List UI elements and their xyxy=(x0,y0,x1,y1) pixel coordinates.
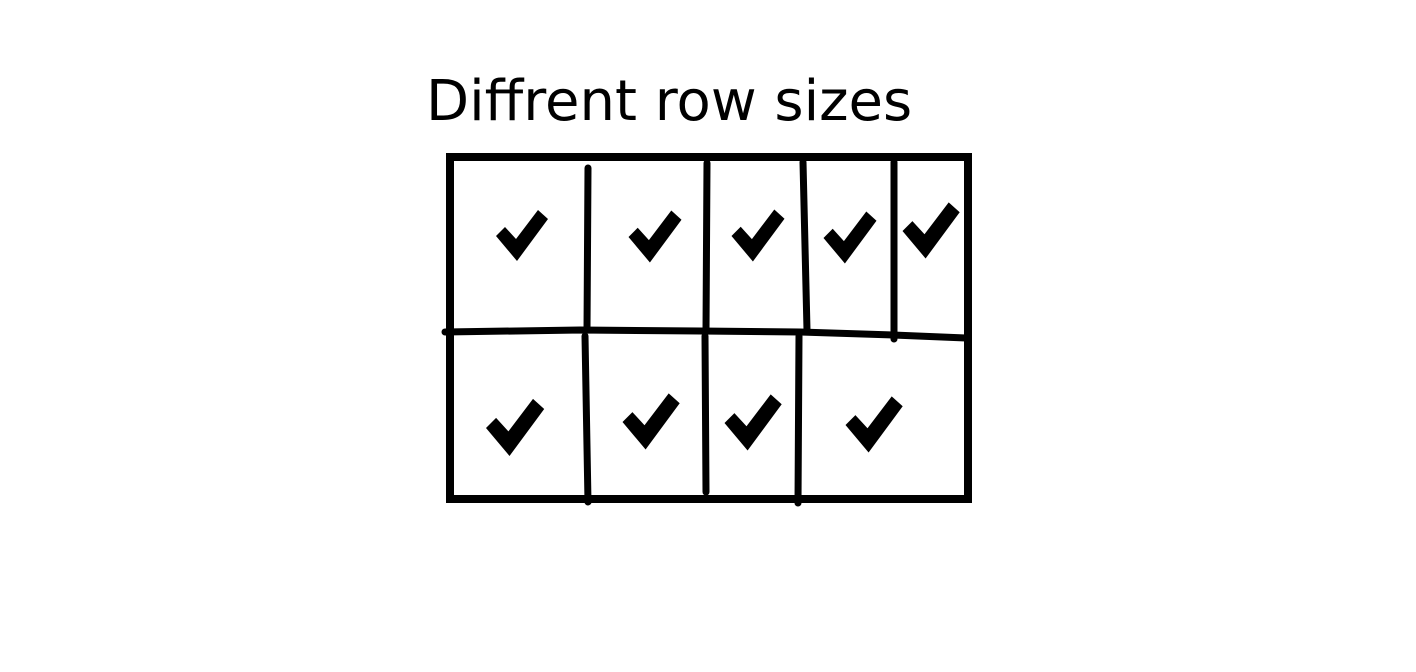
check-icon xyxy=(622,393,680,450)
row-1-divider-2 xyxy=(702,159,711,334)
check-icon xyxy=(628,210,682,263)
check-icon xyxy=(486,398,545,456)
row-2-divider-2 xyxy=(701,332,710,496)
row-1-divider-3 xyxy=(799,158,811,334)
check-icon xyxy=(724,394,782,451)
row-1-divider-1 xyxy=(583,164,592,334)
row-divider xyxy=(441,326,970,342)
grid-lines xyxy=(441,153,972,507)
check-icon xyxy=(731,209,785,262)
row-2-divider-3 xyxy=(794,332,803,507)
grid-outer-border xyxy=(446,153,972,503)
check-icon xyxy=(902,202,960,259)
check-marks xyxy=(486,202,960,456)
row-2-divider-1 xyxy=(581,332,592,506)
check-icon xyxy=(823,211,877,264)
diagram-title: Diffrent row sizes xyxy=(426,69,913,134)
check-icon xyxy=(496,210,548,261)
check-icon xyxy=(845,396,903,453)
